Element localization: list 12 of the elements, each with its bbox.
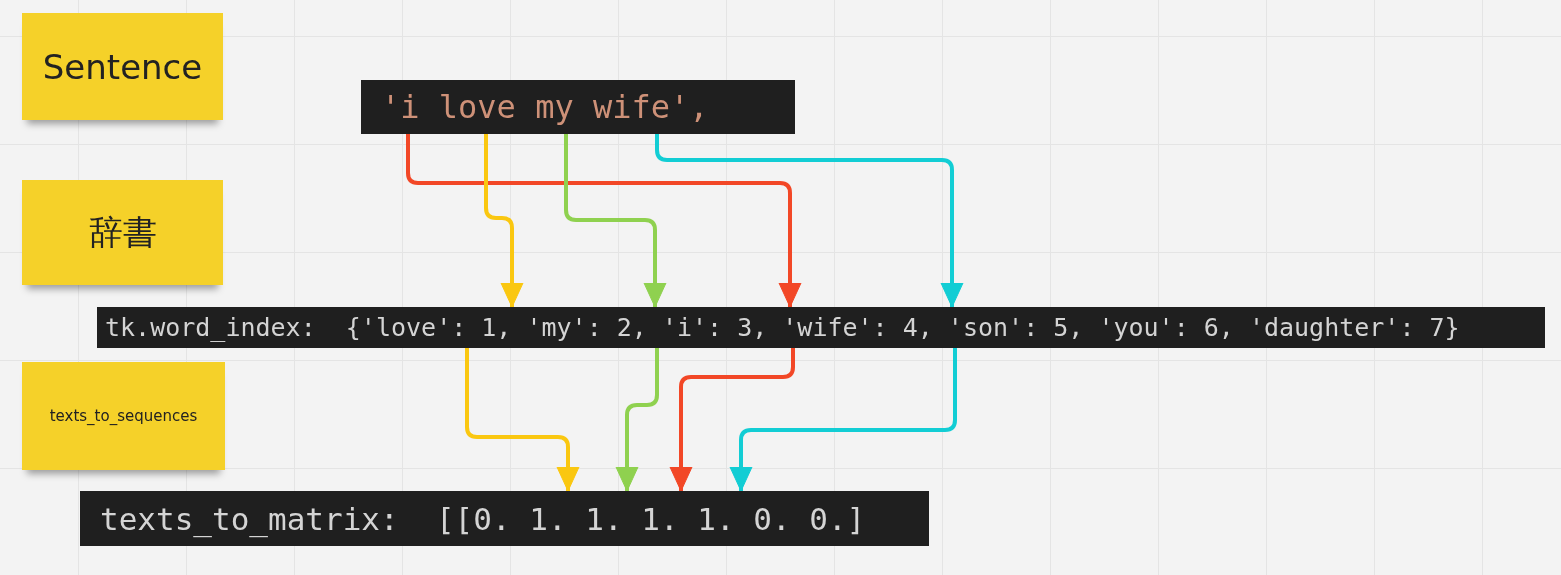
code-block: tk.word_index: {'love': 1, 'my': 2, 'i': 3, 'wife': 4, 'son': 5, 'you': 6, 'daughter': 7} — [97, 307, 1545, 348]
code-block: texts_to_matrix: [[0. 1. 1. 1. 1. 0. 0.] — [80, 491, 929, 546]
arrow — [615, 348, 659, 492]
arrow — [484, 134, 524, 308]
arrow — [729, 348, 957, 492]
code-block: 'i love my wife', — [361, 80, 795, 134]
sticky-note: 辞書 — [22, 180, 223, 285]
sticky-note: Sentence — [22, 13, 223, 120]
arrow — [465, 348, 580, 492]
arrow — [564, 134, 667, 308]
sticky-note: texts_to_sequences — [22, 362, 225, 470]
arrow — [406, 134, 802, 308]
